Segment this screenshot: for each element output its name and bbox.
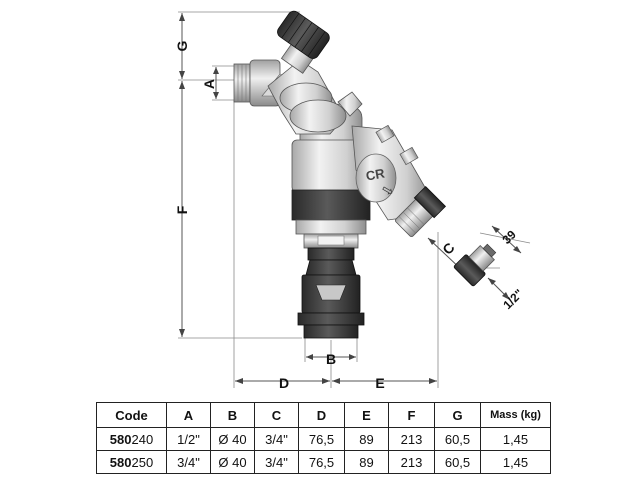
dim-label-g: G xyxy=(174,40,190,51)
cell-b: Ø 40 xyxy=(210,450,255,474)
code-suffix: 240 xyxy=(131,431,154,447)
dim-label-d: D xyxy=(279,375,289,391)
dim-label-c: C xyxy=(439,239,457,257)
dim-label-thread: 1/2" xyxy=(500,286,526,312)
cell-mass: 1,45 xyxy=(480,450,551,474)
dim-label-e: E xyxy=(375,375,384,391)
cell-mass: 1,45 xyxy=(480,427,551,451)
valve-body xyxy=(267,38,347,135)
body-plug xyxy=(337,91,363,117)
cell-code: 580250 xyxy=(96,450,167,474)
cell-a: 1/2" xyxy=(166,427,211,451)
dim-label-b: B xyxy=(326,351,336,367)
cell-g: 60,5 xyxy=(434,450,481,474)
cell-f: 213 xyxy=(388,450,435,474)
cell-c: 3/4" xyxy=(254,450,299,474)
code-prefix: 580 xyxy=(109,431,132,447)
dim-label-f: F xyxy=(174,205,190,214)
table-row: 580240 1/2" Ø 40 3/4" 76,5 89 213 60,5 1… xyxy=(96,427,551,451)
header-f: F xyxy=(388,402,435,428)
specification-table: Code A B C D E F G Mass (kg) 580240 1/2"… xyxy=(96,402,551,474)
header-g: G xyxy=(434,402,481,428)
technical-drawing: CR ⇨ G A F B D E C 39 1/2" xyxy=(174,10,531,391)
handwheel xyxy=(277,10,330,59)
header-e: E xyxy=(344,402,389,428)
body-marking: CR xyxy=(365,165,387,183)
cell-e: 89 xyxy=(344,427,389,451)
table-header-row: Code A B C D E F G Mass (kg) xyxy=(96,402,551,428)
hose-adapter xyxy=(453,243,497,287)
dimension-lines xyxy=(179,13,522,384)
header-a: A xyxy=(166,402,211,428)
cell-code: 580240 xyxy=(96,427,167,451)
cell-e: 89 xyxy=(344,450,389,474)
cell-d: 76,5 xyxy=(298,450,345,474)
table-row: 580250 3/4" Ø 40 3/4" 76,5 89 213 60,5 1… xyxy=(96,450,551,474)
cell-c: 3/4" xyxy=(254,427,299,451)
header-b: B xyxy=(210,402,255,428)
header-d: D xyxy=(298,402,345,428)
cell-d: 76,5 xyxy=(298,427,345,451)
cell-f: 213 xyxy=(388,427,435,451)
cell-a: 3/4" xyxy=(166,450,211,474)
header-code: Code xyxy=(96,402,167,428)
drain-valve xyxy=(297,247,365,339)
code-suffix: 250 xyxy=(131,454,154,470)
code-prefix: 580 xyxy=(109,454,132,470)
dim-label-a: A xyxy=(201,79,217,89)
dim-label-39: 39 xyxy=(499,227,519,247)
header-c: C xyxy=(254,402,299,428)
cell-b: Ø 40 xyxy=(210,427,255,451)
cell-g: 60,5 xyxy=(434,427,481,451)
header-mass: Mass (kg) xyxy=(480,402,551,428)
outlet-arm: CR ⇨ xyxy=(351,124,447,238)
